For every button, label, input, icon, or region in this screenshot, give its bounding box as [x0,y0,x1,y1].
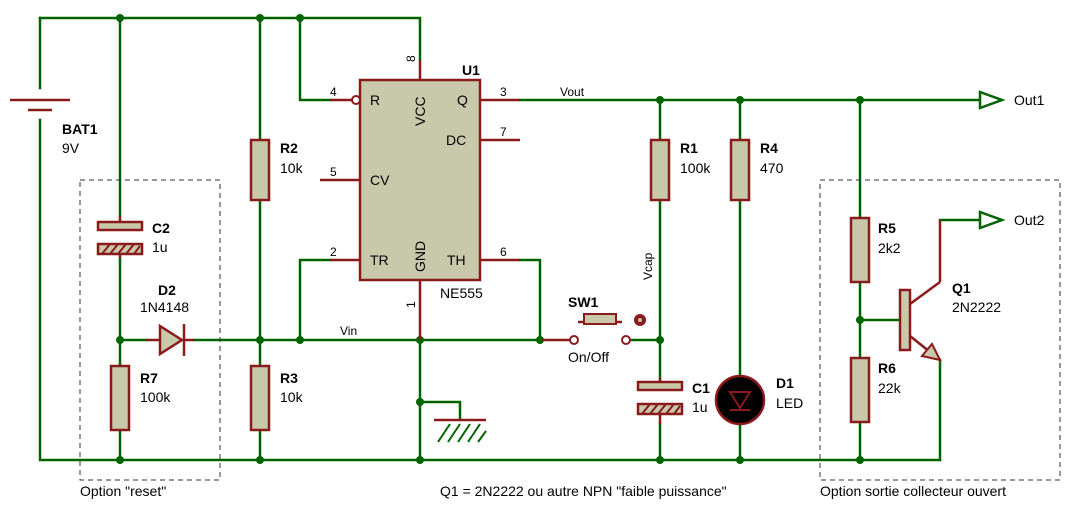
battery-bat1: BAT1 9V [10,98,98,156]
r1-ref: R1 [680,140,698,156]
c1-ref: C1 [692,380,710,396]
r6-ref: R6 [878,360,896,376]
u1-pin-r-label: R [370,92,380,108]
option-open-collector-label: Option sortie collecteur ouvert [820,483,1006,499]
ic-u1-ne555: R VCC Q DC CV TR GND TH 8 4 3 7 5 2 6 1 … [320,55,520,340]
q1-ref: Q1 [952,280,971,296]
resistor-r6: R6 22k [849,356,902,424]
r5-ref: R5 [878,220,896,236]
junction-dots [116,14,864,464]
resistor-r7: R7 100k [109,364,171,432]
u1-ref: U1 [462,62,480,78]
u1-pin-1-number: 1 [404,301,418,308]
r1-value: 100k [680,160,711,176]
r4-value: 470 [760,160,784,176]
u1-pin-7-number: 7 [500,125,507,139]
option-reset-label: Option "reset" [80,483,166,499]
d2-ref: D2 [158,282,176,298]
ground-symbol [434,418,487,443]
net-vout-label: Vout [560,85,585,99]
u1-pin-gnd-label: GND [412,241,428,272]
q1-value: 2N2222 [952,299,1001,315]
u1-pin-q-label: Q [457,92,468,108]
u1-pin-3-number: 3 [500,85,507,99]
r2-value: 10k [280,160,304,176]
d2-value: 1N4148 [140,299,189,315]
u1-pin-th-label: TH [447,252,466,268]
note-text: Q1 = 2N2222 ou autre NPN "faible puissan… [440,483,727,499]
r7-ref: R7 [140,370,158,386]
r7-value: 100k [140,389,171,405]
r5-value: 2k2 [878,240,901,256]
r3-value: 10k [280,389,304,405]
c2-value: 1u [152,239,168,255]
resistor-r3: R3 10k [249,364,304,432]
sw1-value: On/Off [568,349,609,365]
r6-value: 22k [878,380,902,396]
u1-pin-8-number: 8 [404,55,418,62]
r2-ref: R2 [280,140,298,156]
resistor-r5: R5 2k2 [849,216,901,284]
u1-pin-4-number: 4 [330,85,337,99]
capacitor-c1: C1 1u [636,378,710,424]
u1-pin-dc-label: DC [446,132,466,148]
output-out1: Out1 [978,90,1045,110]
u1-pin-6-number: 6 [500,245,507,259]
net-vin-label: Vin [340,324,357,338]
out2-label: Out2 [1014,212,1045,228]
resistor-r1: R1 100k [649,138,711,202]
bat1-ref: BAT1 [62,121,98,137]
u1-pin-5-number: 5 [330,165,337,179]
u1-pin-tr-label: TR [370,252,389,268]
output-out2: Out2 [978,210,1045,230]
transistor-q1: Q1 2N2222 [898,220,1001,362]
c1-value: 1u [692,399,708,415]
u1-pin-vcc-label: VCC [412,96,428,126]
capacitor-c2: C2 1u [96,216,170,258]
sw1-ref: SW1 [568,294,599,310]
r3-ref: R3 [280,370,298,386]
option-reset-box: Option "reset" [79,179,221,499]
u1-part: NE555 [440,285,483,301]
switch-sw1[interactable]: SW1 On/Off [542,294,646,365]
bat1-value: 9V [62,140,80,156]
resistor-r2: R2 10k [249,138,304,202]
u1-pin-cv-label: CV [370,172,390,188]
led-d1: D1 LED [714,374,803,426]
d1-value: LED [776,395,803,411]
option-open-collector-box: Option sortie collecteur ouvert [819,179,1061,499]
c2-ref: C2 [152,220,170,236]
diode-d2: D2 1N4148 [140,282,194,357]
resistor-r4: R4 470 [729,138,784,202]
d1-ref: D1 [776,375,794,391]
r4-ref: R4 [760,140,778,156]
out1-label: Out1 [1014,92,1045,108]
wires [38,16,982,462]
u1-pin-2-number: 2 [330,245,337,259]
net-vcap-label: Vcap [641,252,655,280]
